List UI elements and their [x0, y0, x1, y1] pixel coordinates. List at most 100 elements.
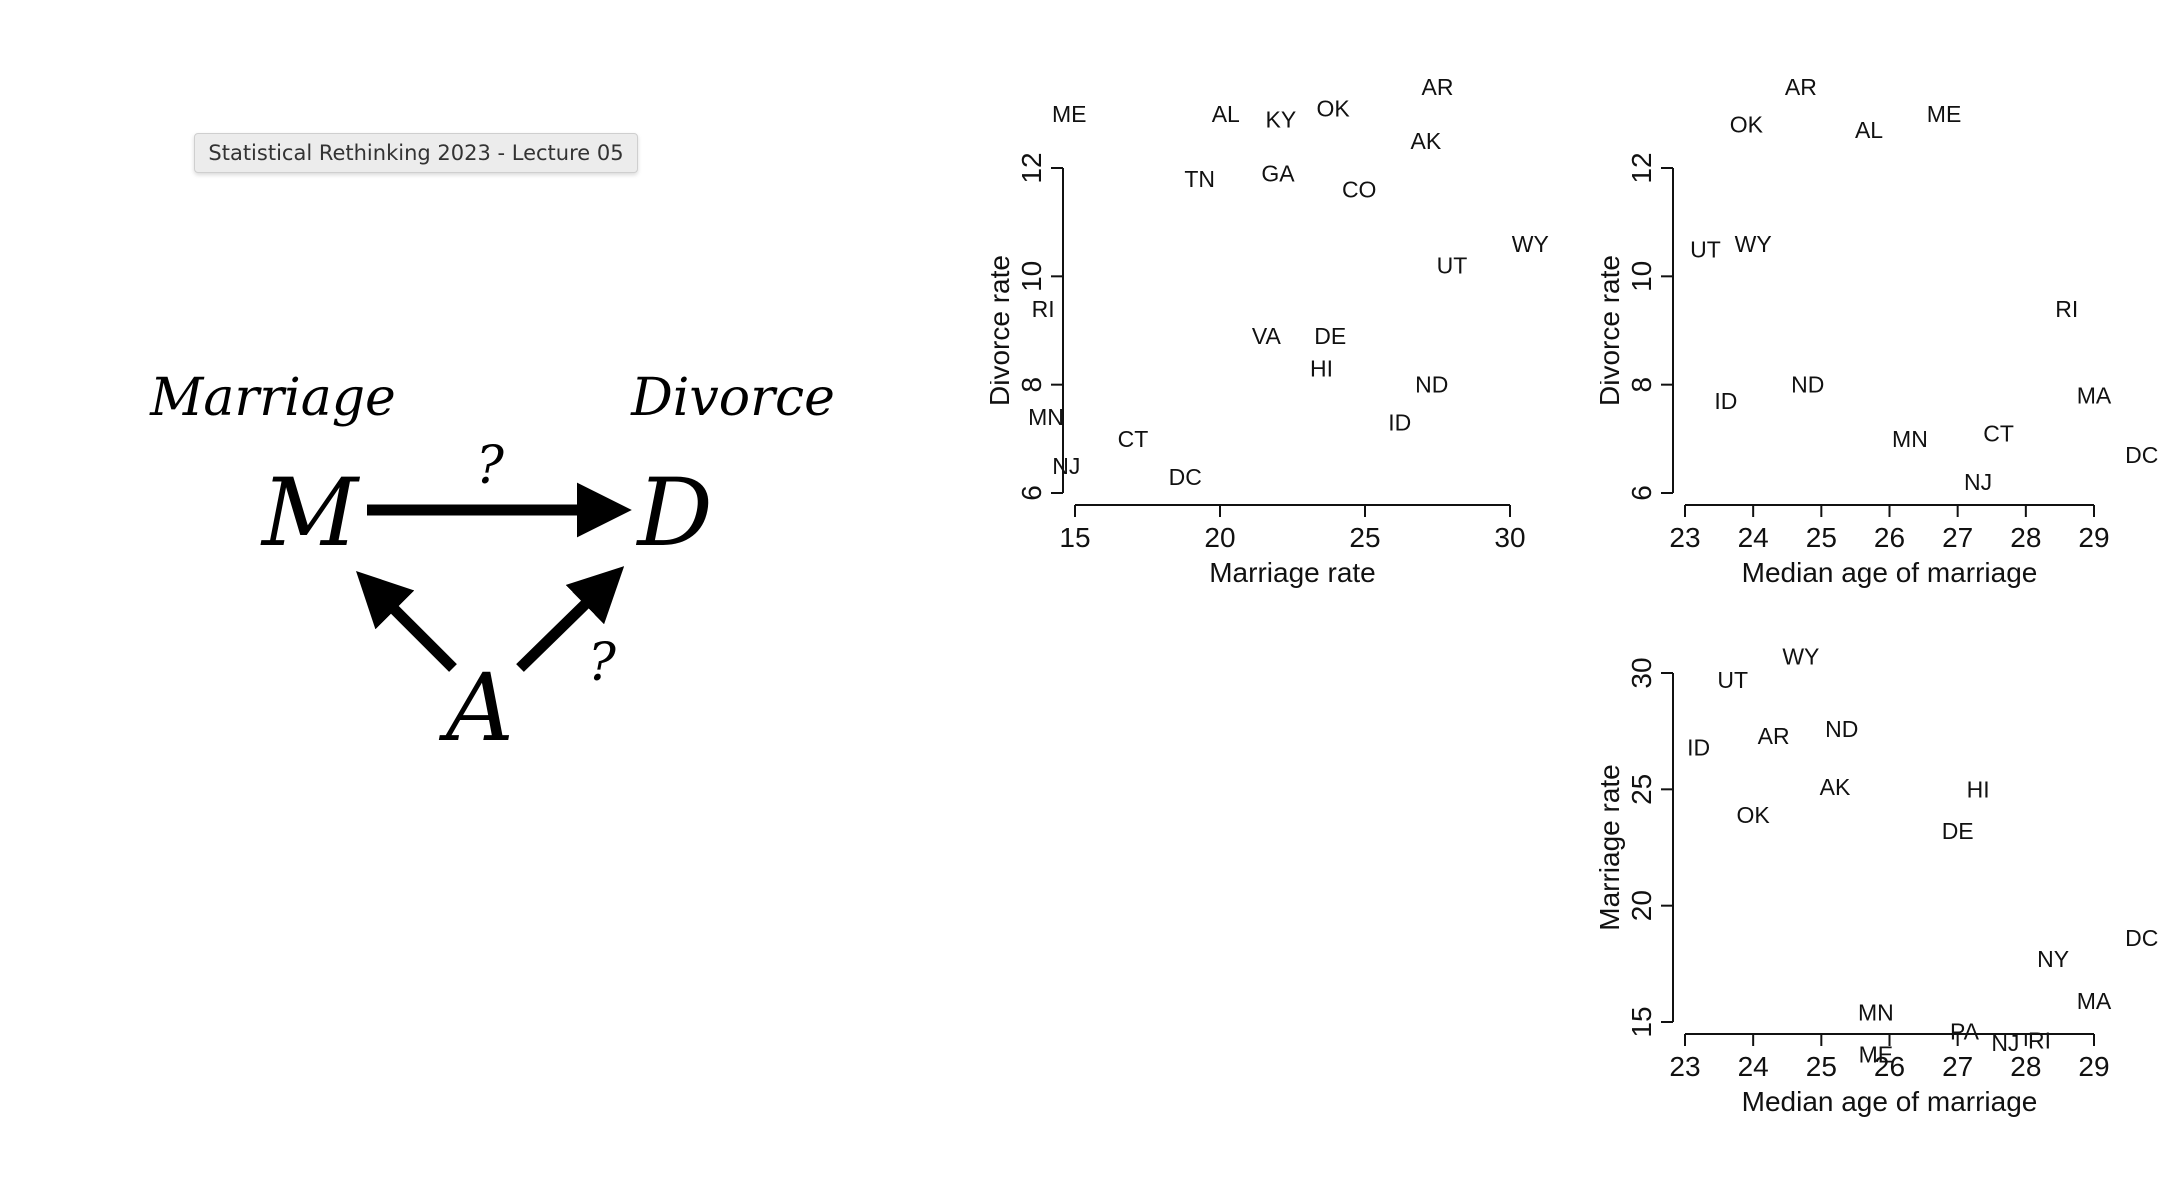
p3-y-tick-label: 20	[1626, 890, 1657, 921]
p2-point-dc: DC	[2125, 442, 2158, 468]
p1-point-ga: GA	[1261, 160, 1295, 186]
dag-label-marriage: Marriage	[149, 368, 396, 428]
p1-x-axis-label: Marriage rate	[1209, 557, 1376, 588]
p2-x-tick-label: 28	[2010, 522, 2041, 553]
p3-point-me: ME	[1859, 1042, 1894, 1068]
p1-point-nd: ND	[1415, 372, 1448, 398]
p3-point-mn: MN	[1858, 1000, 1894, 1026]
p1-y-tick-label: 6	[1016, 485, 1047, 501]
p1-point-co: CO	[1342, 177, 1377, 203]
p3-x-axis-label: Median age of marriage	[1742, 1086, 2038, 1117]
p2-point-ma: MA	[2077, 383, 2112, 409]
p2-x-tick-label: 27	[1942, 522, 1973, 553]
p3-x-tick-label: 27	[1942, 1051, 1973, 1082]
p1-point-al: AL	[1212, 101, 1240, 127]
p2-point-ri: RI	[2055, 296, 2078, 322]
p1-y-tick-label: 12	[1016, 152, 1047, 183]
p3-x-tick-label: 23	[1669, 1051, 1700, 1082]
p3-point-de: DE	[1942, 818, 1974, 844]
p2-point-me: ME	[1927, 101, 1962, 127]
p2-point-nd: ND	[1791, 372, 1824, 398]
p2-point-ok: OK	[1730, 112, 1764, 138]
p1-point-tn: TN	[1184, 166, 1215, 192]
dag-question-mark-ad: ?	[588, 633, 617, 693]
p1-y-tick-label: 8	[1016, 377, 1047, 393]
p2-y-tick-label: 12	[1626, 152, 1657, 183]
p2-x-axis-label: Median age of marriage	[1742, 557, 2038, 588]
p3-y-tick-label: 30	[1626, 657, 1657, 688]
p3-x-tick-label: 24	[1738, 1051, 1769, 1082]
dag-diagram: Marriage Divorce M D A ? ?	[149, 368, 835, 763]
p3-point-ma: MA	[2077, 988, 2112, 1014]
dag-arrow-a-to-m	[355, 570, 457, 672]
p3-x-tick-label: 28	[2010, 1051, 2041, 1082]
p1-point-mn: MN	[1028, 404, 1064, 430]
p1-point-ky: KY	[1266, 106, 1297, 132]
p3-point-ok: OK	[1737, 802, 1771, 828]
p2-x-tick-label: 25	[1806, 522, 1837, 553]
p1-point-va: VA	[1252, 323, 1282, 349]
p3-point-nj: NJ	[1991, 1030, 2019, 1056]
p3-x-tick-label: 25	[1806, 1051, 1837, 1082]
p1-x-tick-label: 25	[1349, 522, 1380, 553]
p1-x-tick-label: 15	[1059, 522, 1090, 553]
dag-arrow-a-to-d	[516, 566, 625, 672]
p1-point-ut: UT	[1437, 253, 1468, 279]
p3-y-axis-label: Marriage rate	[1594, 764, 1625, 931]
p2-point-nj: NJ	[1964, 469, 1992, 495]
p2-x-tick-label: 29	[2078, 522, 2109, 553]
dag-node-m: M	[260, 459, 361, 568]
p1-x-tick-label: 30	[1494, 522, 1525, 553]
p2-x-tick-label: 26	[1874, 522, 1905, 553]
dag-node-a: A	[438, 654, 514, 763]
p2-point-ut: UT	[1690, 236, 1721, 262]
p3-point-id: ID	[1687, 734, 1710, 760]
p3-point-wy: WY	[1782, 644, 1819, 670]
p3-y-tick-label: 15	[1626, 1006, 1657, 1037]
p1-point-de: DE	[1314, 323, 1346, 349]
p2-x-tick-label: 24	[1738, 522, 1769, 553]
p2-point-id: ID	[1714, 388, 1737, 414]
p1-point-me: ME	[1052, 101, 1087, 127]
p2-point-wy: WY	[1735, 231, 1772, 257]
p3-x-tick-label: 26	[1874, 1051, 1905, 1082]
p3-point-pa: PA	[1950, 1018, 1980, 1044]
p3-point-nd: ND	[1825, 716, 1858, 742]
p1-point-nj: NJ	[1052, 453, 1080, 479]
p1-point-ar: AR	[1422, 74, 1454, 100]
lecture-title-badge: Statistical Rethinking 2023 - Lecture 05	[194, 133, 638, 173]
p1-point-hi: HI	[1310, 355, 1333, 381]
p1-point-dc: DC	[1169, 464, 1202, 490]
p2-point-ar: AR	[1785, 74, 1817, 100]
p2-point-al: AL	[1855, 117, 1883, 143]
p2-point-mn: MN	[1892, 426, 1928, 452]
dag-node-d: D	[635, 459, 712, 568]
p3-point-ny: NY	[2037, 946, 2069, 972]
p1-point-wy: WY	[1512, 231, 1549, 257]
p3-x-tick-label: 29	[2078, 1051, 2109, 1082]
p3-point-ut: UT	[1717, 667, 1748, 693]
p1-point-ri: RI	[1032, 296, 1055, 322]
p2-point-ct: CT	[1983, 420, 2014, 446]
p2-y-axis-label: Divorce rate	[1600, 255, 1625, 406]
p1-point-id: ID	[1388, 410, 1411, 436]
p1-point-ct: CT	[1118, 426, 1149, 452]
p1-y-tick-label: 10	[1016, 261, 1047, 292]
p1-point-ak: AK	[1411, 128, 1442, 154]
p3-y-tick-label: 25	[1626, 774, 1657, 805]
p1-y-axis-label: Divorce rate	[990, 255, 1015, 406]
p2-y-tick-label: 10	[1626, 261, 1657, 292]
p3-point-dc: DC	[2125, 925, 2158, 951]
p1-point-ok: OK	[1316, 95, 1350, 121]
p3-point-hi: HI	[1967, 776, 1990, 802]
p2-x-tick-label: 23	[1669, 522, 1700, 553]
dag-label-divorce: Divorce	[630, 368, 835, 428]
dag-question-mark-md: ?	[476, 436, 505, 496]
p2-y-tick-label: 6	[1626, 485, 1657, 501]
p1-x-tick-label: 20	[1204, 522, 1235, 553]
p3-point-ak: AK	[1820, 774, 1851, 800]
p3-point-ri: RI	[2028, 1028, 2051, 1054]
